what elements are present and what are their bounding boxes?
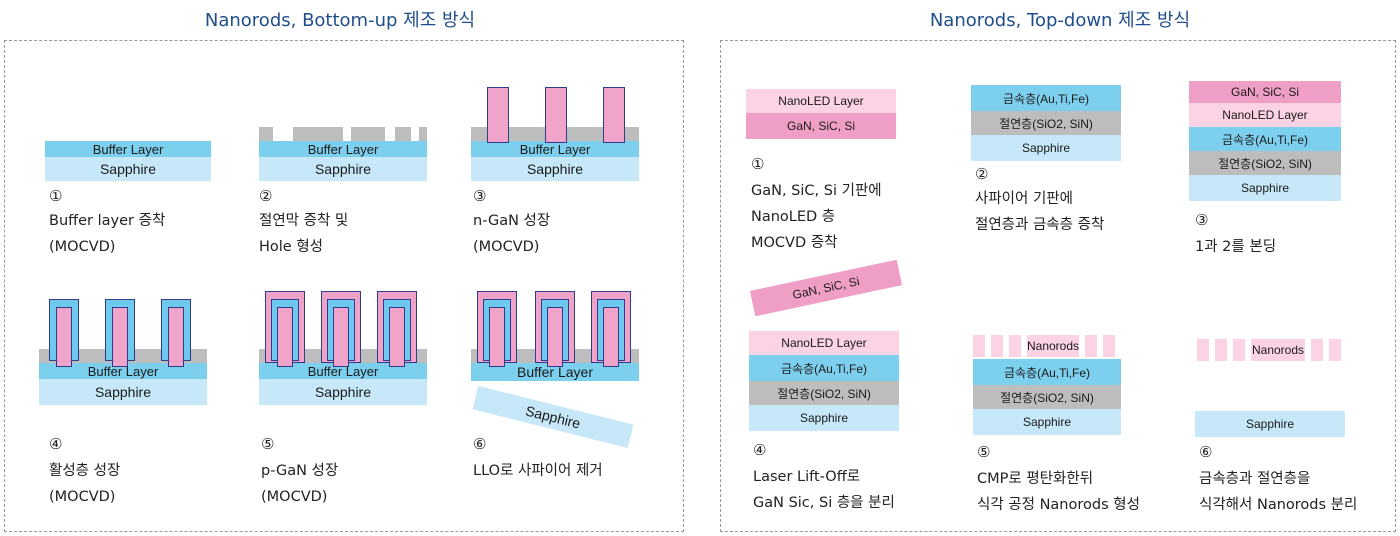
bottom-up-step-2-number: ② — [259, 187, 273, 205]
bottom-up-step-4-number: ④ — [49, 435, 63, 453]
n-gan-rod — [603, 307, 619, 367]
bottom-up-step-1-line2: (MOCVD) — [49, 239, 116, 255]
top-down-step-1-line3: MOCVD 증착 — [751, 235, 838, 251]
nanorod-segment — [1233, 339, 1245, 361]
bottom-up-step-5-line2: (MOCVD) — [261, 489, 328, 505]
nanorods-label: Nanorods — [1251, 339, 1305, 361]
nanorod-segment — [991, 335, 1003, 357]
sapphire-layer: Sapphire — [259, 379, 427, 405]
top-down-step-1-number: ① — [751, 155, 765, 173]
bottom-up-step-6-line1: LLO로 사파이어 제거 — [473, 463, 603, 479]
bottom-up-step-3-number: ③ — [473, 187, 487, 205]
sapphire-layer: Sapphire — [45, 157, 211, 181]
top-down-step-4-line2: GaN Sic, Si 층을 분리 — [753, 495, 895, 511]
n-gan-rod — [56, 307, 72, 367]
buffer-layer: Buffer Layer — [39, 363, 207, 379]
top-down-step-6-line1: 금속층과 절연층을 — [1199, 471, 1311, 487]
n-gan-rod — [277, 307, 293, 367]
nanoled-layer: NanoLED Layer — [1189, 103, 1341, 127]
bottom-up-step-6-number: ⑥ — [473, 435, 487, 453]
metal-layer: 금속층(Au,Ti,Fe) — [973, 359, 1121, 385]
top-down-step-4-number: ④ — [753, 441, 767, 459]
n-gan-rod — [487, 87, 509, 143]
metal-layer: 금속층(Au,Ti,Fe) — [1189, 127, 1341, 151]
bottom-up-step-4-line1: 활성층 성장 — [49, 463, 121, 479]
top-down-step-1-line1: GaN, SiC, Si 기판에 — [751, 183, 882, 199]
insulator-block — [259, 127, 273, 141]
top-down-step-5-line1: CMP로 평탄화한뒤 — [977, 471, 1094, 487]
top-down-step-4-line1: Laser Lift-Off로 — [753, 469, 861, 485]
n-gan-rod — [389, 307, 405, 367]
nanorod-segment — [1329, 339, 1341, 361]
insulator-layer: 절연층(SiO2, SiN) — [749, 381, 899, 405]
top-down-step-2-line2: 절연층과 금속층 증착 — [975, 217, 1105, 233]
buffer-layer: Buffer Layer — [471, 363, 639, 381]
sapphire-layer: Sapphire — [259, 157, 427, 181]
bottom-up-step-3-line1: n-GaN 성장 — [473, 213, 551, 229]
top-down-step-6-number: ⑥ — [1199, 443, 1213, 461]
sapphire-layer: Sapphire — [471, 157, 639, 181]
n-gan-rod — [168, 307, 184, 367]
n-gan-rod — [545, 87, 567, 143]
sapphire-layer: Sapphire — [973, 409, 1121, 435]
insulator-block — [351, 127, 385, 141]
top-down-step-3-number: ③ — [1195, 211, 1209, 229]
nanoled-layer: NanoLED Layer — [749, 331, 899, 355]
metal-layer: 금속층(Au,Ti,Fe) — [971, 85, 1121, 111]
insulator-block — [395, 127, 411, 141]
bottom-up-step-2-line1: 절연막 증착 및 — [259, 213, 349, 229]
sapphire-layer: Sapphire — [39, 379, 207, 405]
nanorods-label: Nanorods — [1027, 335, 1079, 357]
bottom-up-step-2-line2: Hole 형성 — [259, 239, 324, 255]
bottom-up-step-1-number: ① — [49, 187, 63, 205]
sapphire-layer: Sapphire — [971, 135, 1121, 161]
insulator-layer: 절연층(SiO2, SiN) — [1189, 151, 1341, 175]
bottom-up-step-3-line2: (MOCVD) — [473, 239, 540, 255]
buffer-layer: Buffer Layer — [471, 141, 639, 157]
insulator-block — [293, 127, 343, 141]
gan-sic-si-layer: GaN, SiC, Si — [746, 113, 896, 139]
top-down-step-5-number: ⑤ — [977, 443, 991, 461]
n-gan-rod — [333, 307, 349, 367]
detached-gan-sic-si: GaN, SiC, Si — [749, 259, 903, 317]
top-down-step-5-line2: 식각 공정 Nanorods 형성 — [977, 497, 1140, 513]
buffer-layer: Buffer Layer — [45, 141, 211, 157]
bottom-up-title: Nanorods, Bottom-up 제조 방식 — [204, 10, 476, 31]
metal-layer: 금속층(Au,Ti,Fe) — [749, 355, 899, 381]
insulator-block — [419, 127, 427, 141]
nanorod-segment — [1311, 339, 1323, 361]
insulator-layer: 절연층(SiO2, SiN) — [971, 111, 1121, 135]
top-down-title: Nanorods, Top-down 제조 방식 — [929, 10, 1191, 31]
nanorod-segment — [1197, 339, 1209, 361]
sapphire-layer: Sapphire — [1189, 175, 1341, 201]
bottom-up-step-5-number: ⑤ — [261, 435, 275, 453]
bottom-up-step-1-line1: Buffer layer 증착 — [49, 213, 166, 229]
bottom-up-step-5-line1: p-GaN 성장 — [261, 463, 339, 479]
top-down-step-3-line1: 1과 2를 본딩 — [1195, 239, 1277, 255]
top-down-step-6-line2: 식각해서 Nanorods 분리 — [1199, 497, 1358, 513]
bottom-up-step-4-line2: (MOCVD) — [49, 489, 116, 505]
detached-sapphire: Sapphire — [472, 386, 634, 448]
nanorod-segment — [1103, 335, 1115, 357]
gan-sic-si-layer: GaN, SiC, Si — [1189, 81, 1341, 103]
bottom-up-panel: Buffer Layer Sapphire ① Buffer layer 증착 … — [4, 40, 684, 532]
n-gan-rod — [547, 307, 563, 367]
nanorod-segment — [1215, 339, 1227, 361]
top-down-step-1-line2: NanoLED 층 — [751, 209, 836, 225]
n-gan-rod — [603, 87, 625, 143]
top-down-step-2-line1: 사파이어 기판에 — [975, 191, 1073, 207]
nanoled-layer: NanoLED Layer — [746, 89, 896, 113]
nanorod-segment — [1009, 335, 1021, 357]
insulator-layer: 절연층(SiO2, SiN) — [973, 385, 1121, 409]
nanorod-segment — [973, 335, 985, 357]
sapphire-layer: Sapphire — [1195, 411, 1345, 437]
n-gan-rod — [112, 307, 128, 367]
n-gan-rod — [489, 307, 505, 367]
top-down-panel: NanoLED Layer GaN, SiC, Si ① GaN, SiC, S… — [720, 40, 1396, 532]
top-down-step-2-number: ② — [975, 165, 989, 183]
buffer-layer: Buffer Layer — [259, 363, 427, 379]
nanorod-segment — [1085, 335, 1097, 357]
buffer-layer: Buffer Layer — [259, 141, 427, 157]
sapphire-layer: Sapphire — [749, 405, 899, 431]
